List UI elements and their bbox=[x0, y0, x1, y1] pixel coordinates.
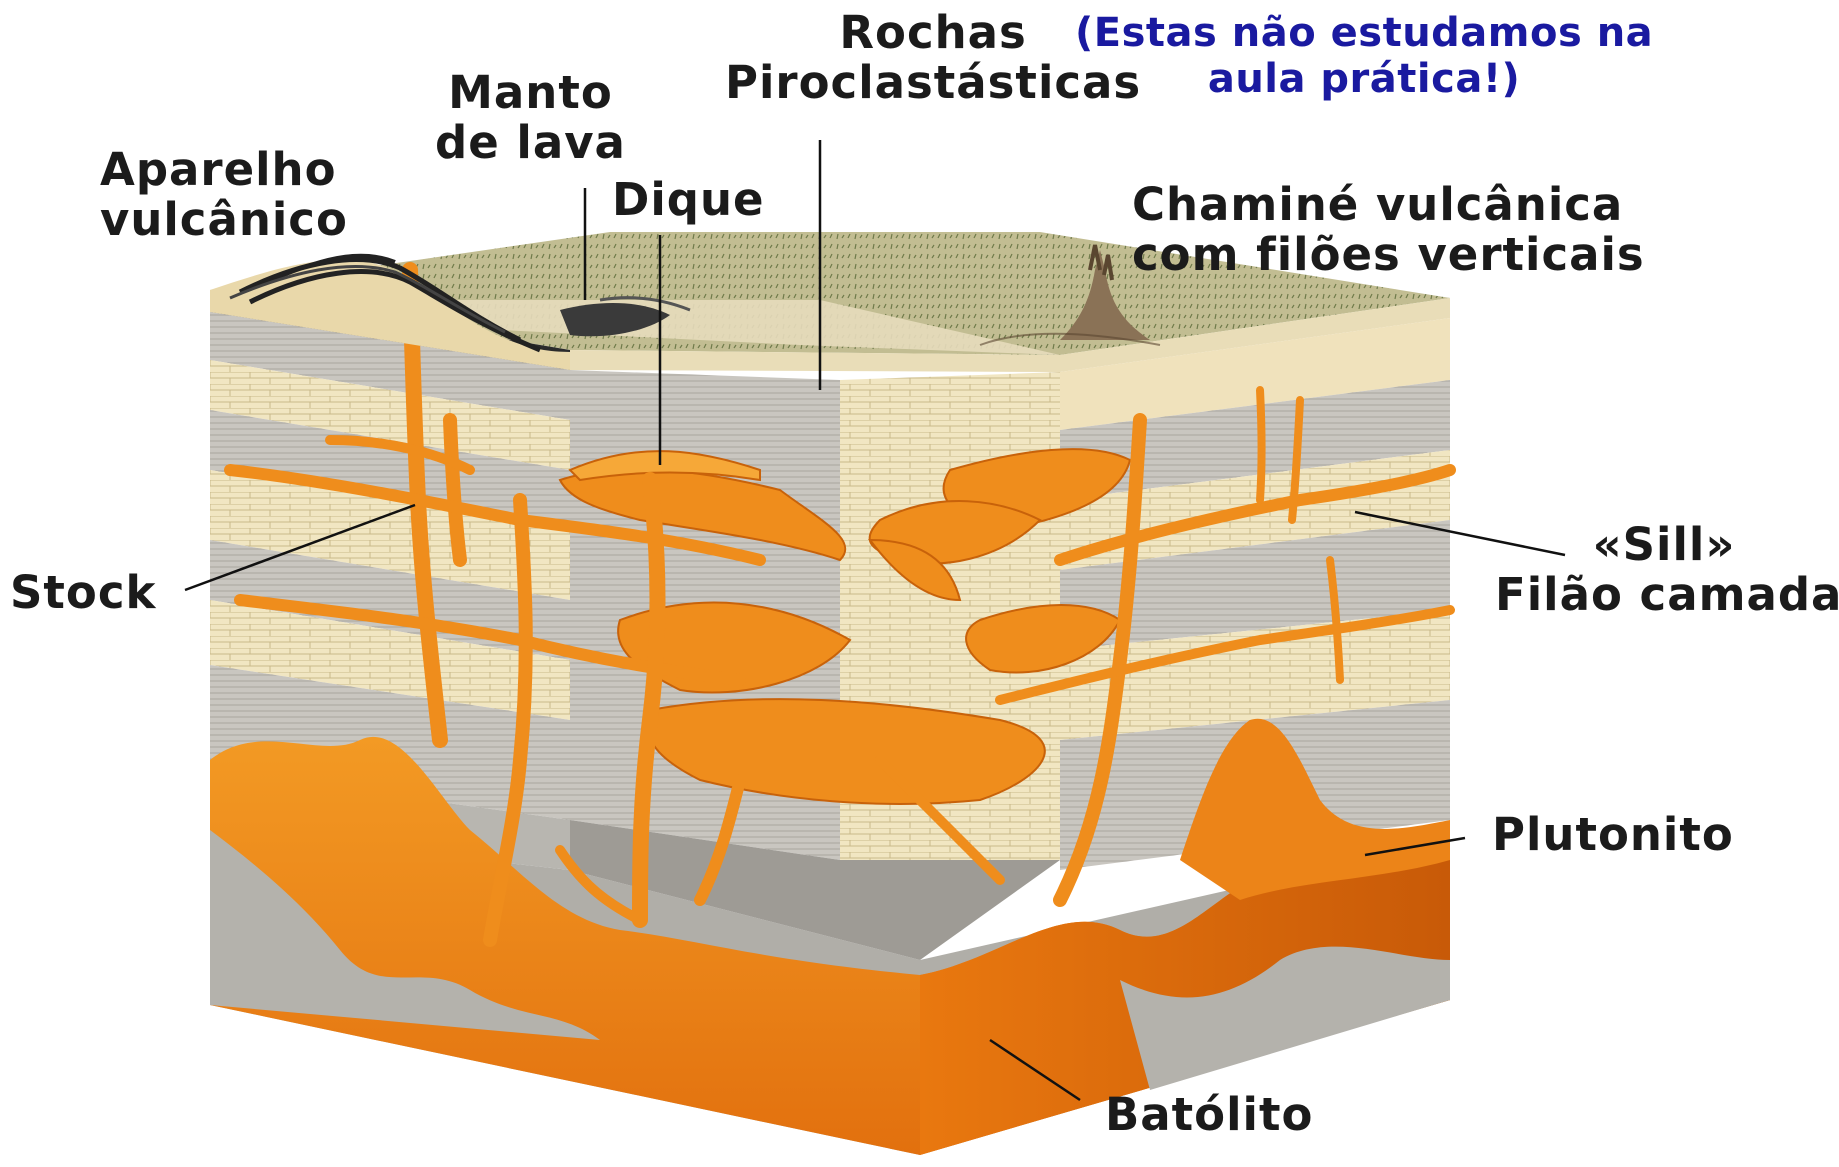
label-rochas-piroclasticas: Rochas Piroclastásticas bbox=[725, 8, 1141, 108]
label-batolito: Batólito bbox=[1105, 1088, 1314, 1141]
note-line1: (Estas não estudamos na bbox=[1075, 10, 1654, 56]
label-manto-line2: de lava bbox=[435, 116, 626, 169]
label-aparelho-line1: Aparelho bbox=[100, 143, 337, 196]
leader-lines bbox=[184, 140, 1566, 1102]
label-aparelho-vulcanico: Aparelho vulcânico bbox=[100, 145, 348, 245]
label-manto-de-lava: Manto de lava bbox=[435, 68, 626, 168]
note-not-studied: (Estas não estudamos na aula prática!) bbox=[1075, 10, 1653, 102]
leader-sill bbox=[1354, 510, 1566, 557]
label-sill-line1: «Sill» bbox=[1592, 518, 1736, 571]
label-aparelho-line2: vulcânico bbox=[100, 193, 348, 246]
label-plutonito: Plutonito bbox=[1492, 808, 1734, 861]
volcano-cone bbox=[210, 253, 570, 370]
plutonito-body bbox=[1180, 718, 1450, 900]
label-chamine-vulcanica: Chaminé vulcânica com filões verticais bbox=[1132, 180, 1645, 280]
label-manto-line1: Manto bbox=[448, 66, 613, 119]
dikes-network bbox=[224, 262, 1456, 947]
lava-mantle bbox=[560, 303, 670, 337]
label-rochas-line2: Piroclastásticas bbox=[725, 56, 1142, 109]
note-line2: aula prática!) bbox=[1207, 56, 1521, 102]
label-sill-line2: Filão camada bbox=[1495, 568, 1839, 621]
label-stock: Stock bbox=[10, 566, 157, 619]
label-dique: Dique bbox=[612, 173, 765, 226]
label-chamine-line2: com filões verticais bbox=[1132, 228, 1645, 281]
label-rochas-line1: Rochas bbox=[839, 6, 1027, 59]
leader-batolito bbox=[989, 1038, 1081, 1102]
sills bbox=[558, 448, 1132, 805]
leader-plutonito bbox=[1364, 836, 1466, 857]
leader-stock bbox=[184, 503, 416, 592]
label-sill-filao-camada: «Sill» Filão camada bbox=[1495, 518, 1839, 621]
volcanic-chimney bbox=[979, 244, 1161, 346]
label-chamine-line1: Chaminé vulcânica bbox=[1132, 178, 1624, 231]
